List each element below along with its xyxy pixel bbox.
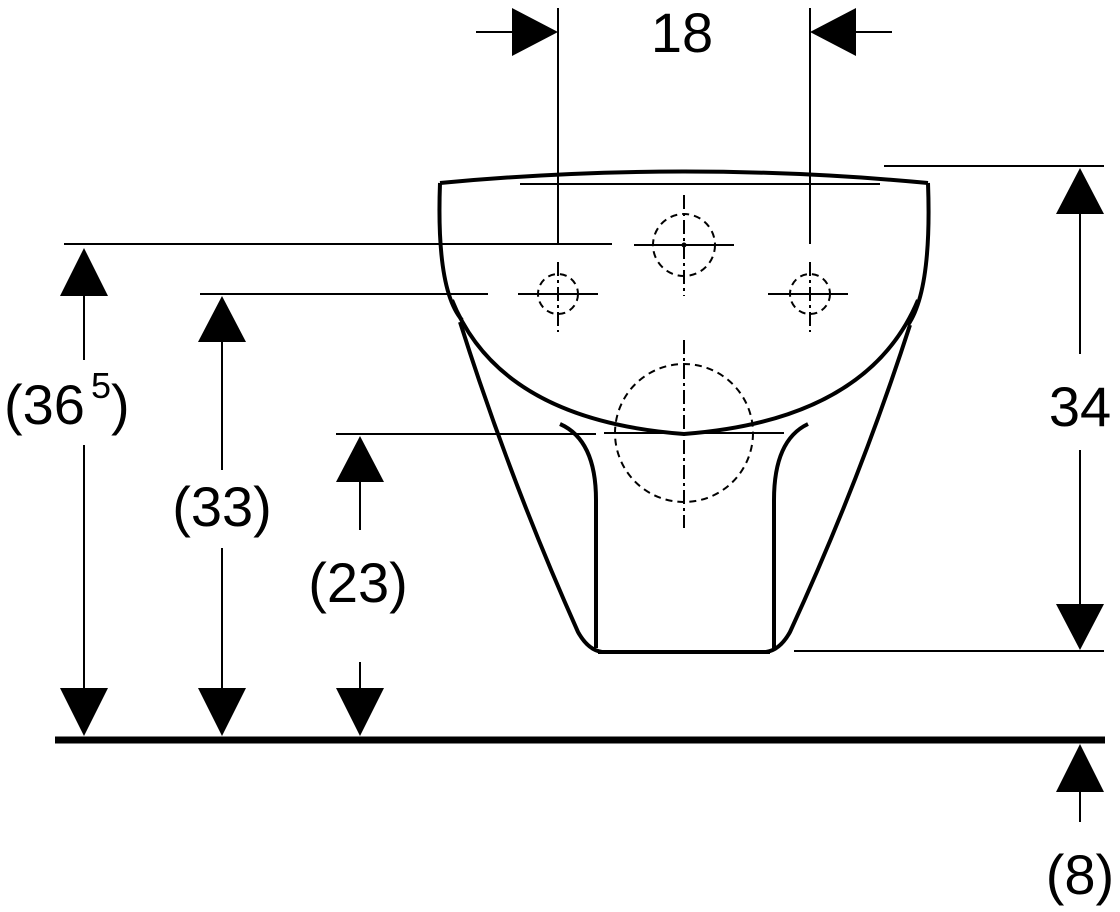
dimension-18: 18 — [476, 1, 892, 244]
dimension-8-label: (8) — [1046, 843, 1114, 906]
mounting-holes — [518, 195, 848, 528]
dimension-8: (8) — [1046, 744, 1114, 906]
dimension-34: 34 — [1049, 168, 1111, 650]
dimension-23-label: (23) — [308, 551, 408, 614]
dimension-33: (33) — [172, 296, 272, 736]
dimension-34-label: 34 — [1049, 375, 1111, 438]
wc-outline — [437, 169, 931, 654]
dimension-18-label: 18 — [651, 1, 713, 64]
dimension-23: (23) — [308, 436, 408, 736]
dimension-33-label: (33) — [172, 475, 272, 538]
